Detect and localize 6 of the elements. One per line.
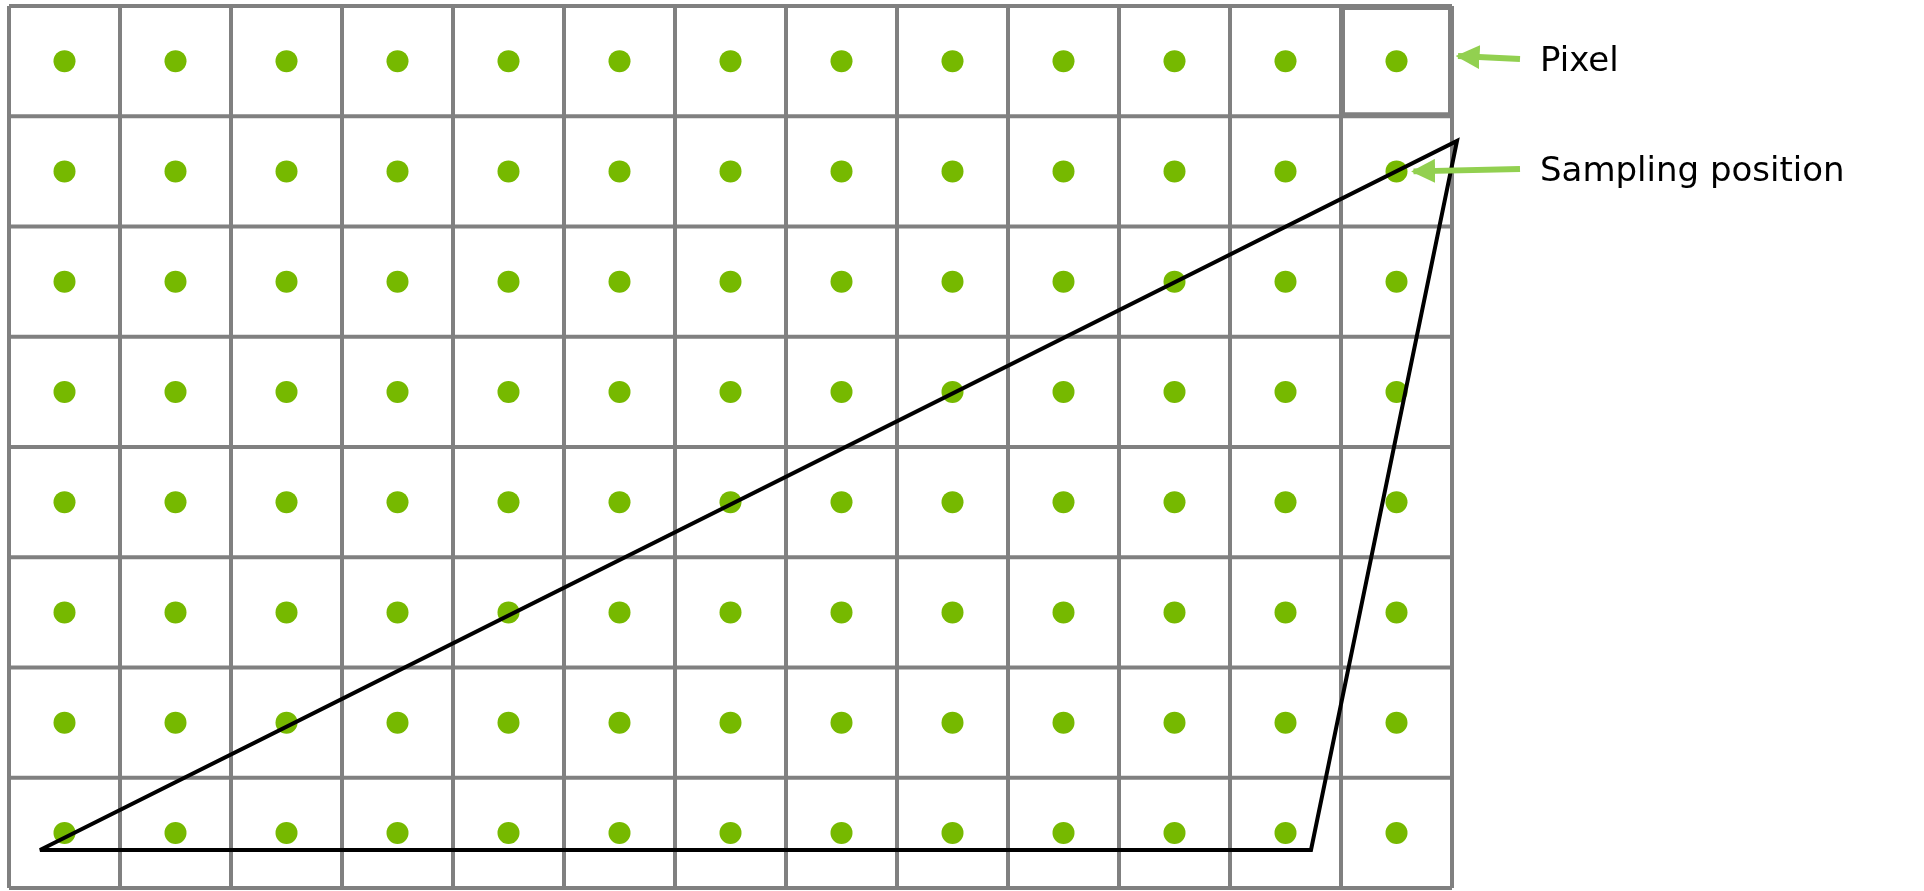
leader-arrow [1455, 45, 1521, 70]
pixel-label: Pixel [1540, 39, 1619, 79]
sampling-position-dot [1385, 160, 1408, 183]
sampling-position-label: Sampling position [1540, 149, 1845, 189]
pixel-cell [1341, 6, 1452, 117]
leader-arrow [1411, 158, 1521, 183]
